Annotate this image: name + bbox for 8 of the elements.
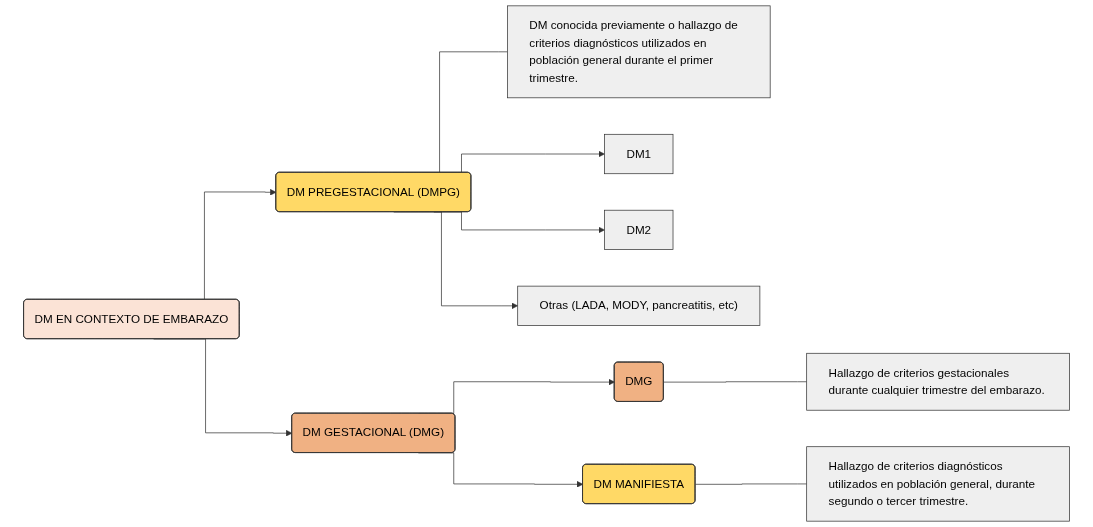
node-box: Otras (LADA, MODY, pancreatitis, etc) (517, 285, 761, 326)
node-box: DM1 (604, 133, 674, 175)
node-box: DM conocida previamente o hallazgo de criterios diagnósticos utilizados en población general durante el primer trimestre. (507, 5, 771, 99)
node-box: Hallazgo de criterios gestacionales durante cualquier trimestre del embarazo. (806, 352, 1070, 411)
connector (663, 381, 808, 383)
node-box: DM2 (604, 209, 674, 250)
connector (695, 483, 808, 485)
node-box: Hallazgo de criterios diagnósticos utilizados en población general, durante segundo o tercer trimestre. (806, 446, 1070, 522)
